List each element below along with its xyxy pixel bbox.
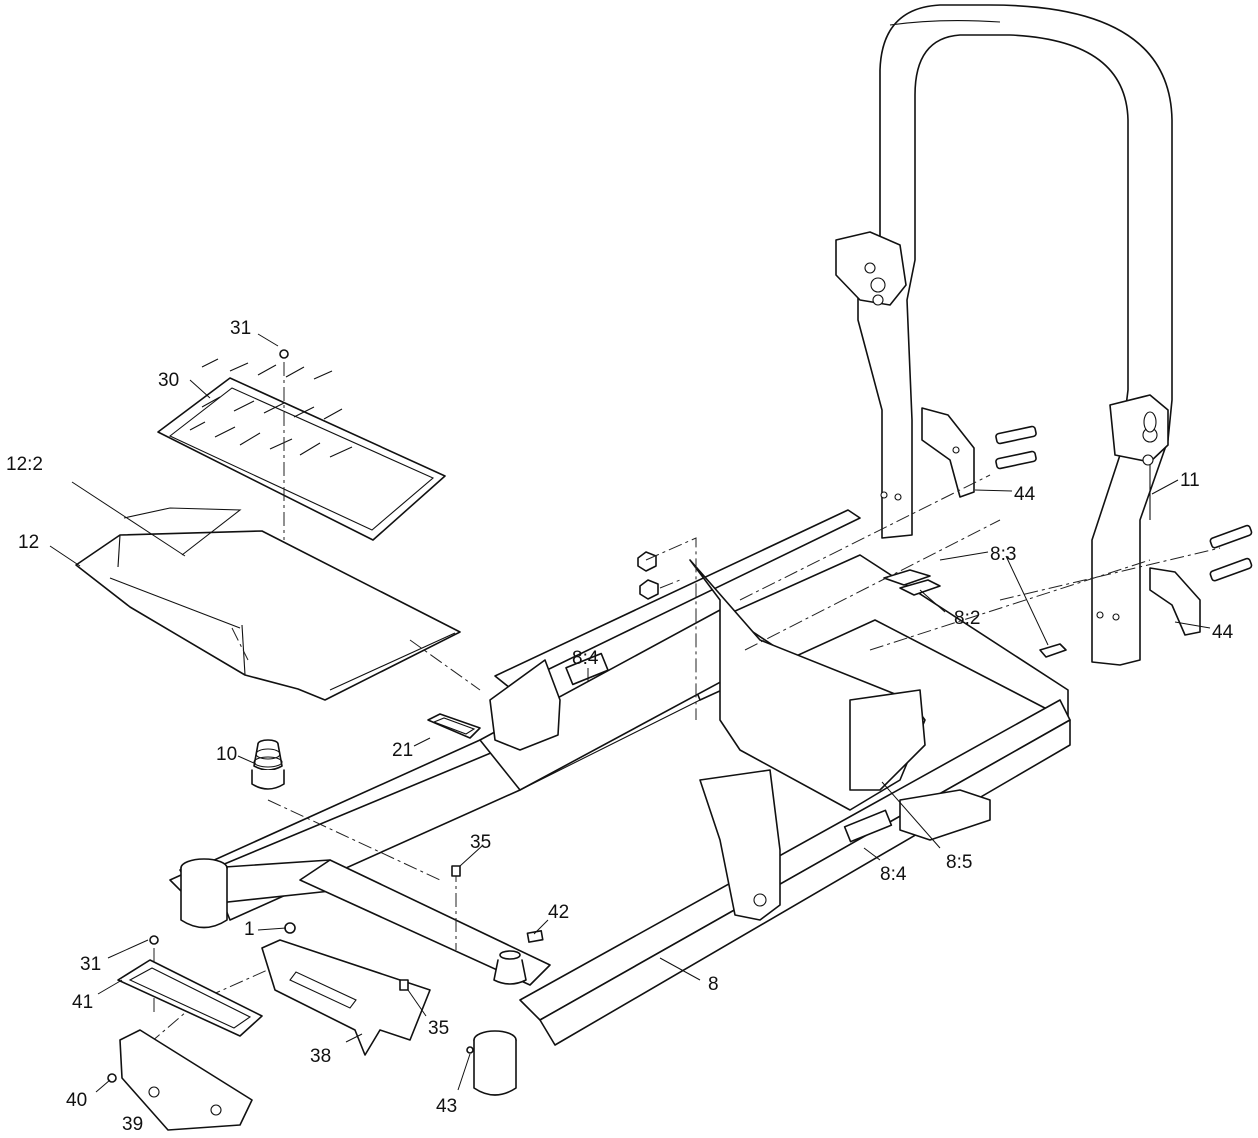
callout-8-5: 8:5 bbox=[946, 852, 972, 873]
callout-labels: 31 30 12:2 12 10 21 8:4 44 11 8:3 8:2 44… bbox=[6, 318, 1234, 1135]
callout-43: 43 bbox=[436, 1096, 457, 1117]
callout-8-3: 8:3 bbox=[990, 544, 1016, 565]
bumper-right bbox=[493, 950, 527, 985]
rops-mount-bracket-upper bbox=[921, 407, 1037, 498]
callout-12-2: 12:2 bbox=[6, 454, 43, 475]
grommet-21 bbox=[427, 713, 481, 739]
step-plate bbox=[157, 358, 446, 541]
fuel-cap-41 bbox=[117, 959, 263, 1037]
rops-mount-bracket-lower bbox=[1149, 524, 1253, 636]
callout-8: 8 bbox=[708, 974, 719, 995]
bracket-38 bbox=[261, 939, 431, 1056]
callout-41: 41 bbox=[72, 992, 93, 1013]
callout-35-top: 35 bbox=[470, 832, 491, 853]
callout-35-bottom: 35 bbox=[428, 1018, 449, 1039]
callout-30: 30 bbox=[158, 370, 179, 391]
callout-8-4-left: 8:4 bbox=[572, 648, 599, 669]
callout-8-2: 8:2 bbox=[954, 608, 980, 629]
rops-bar bbox=[835, 4, 1173, 666]
callout-21: 21 bbox=[392, 740, 413, 761]
callout-31-bottom: 31 bbox=[80, 954, 101, 975]
bumper-10 bbox=[251, 739, 285, 790]
callout-44-lower: 44 bbox=[1212, 622, 1234, 643]
callout-31-top: 31 bbox=[230, 318, 251, 339]
callout-39: 39 bbox=[122, 1114, 143, 1135]
leader-lines bbox=[49, 333, 1211, 1093]
assembly-centerlines bbox=[129, 362, 1221, 1061]
callout-38: 38 bbox=[310, 1046, 331, 1067]
callout-12: 12 bbox=[18, 532, 39, 553]
callout-42: 42 bbox=[548, 902, 569, 923]
callout-8-4-right: 8:4 bbox=[880, 864, 907, 885]
floor-pan bbox=[75, 507, 461, 701]
panel-39 bbox=[119, 1029, 253, 1131]
callout-1: 1 bbox=[244, 919, 255, 940]
callout-10: 10 bbox=[216, 744, 237, 765]
callout-11: 11 bbox=[1180, 470, 1200, 491]
callout-44-upper: 44 bbox=[1014, 484, 1036, 505]
callout-40: 40 bbox=[66, 1090, 87, 1111]
main-frame bbox=[169, 509, 1071, 1096]
